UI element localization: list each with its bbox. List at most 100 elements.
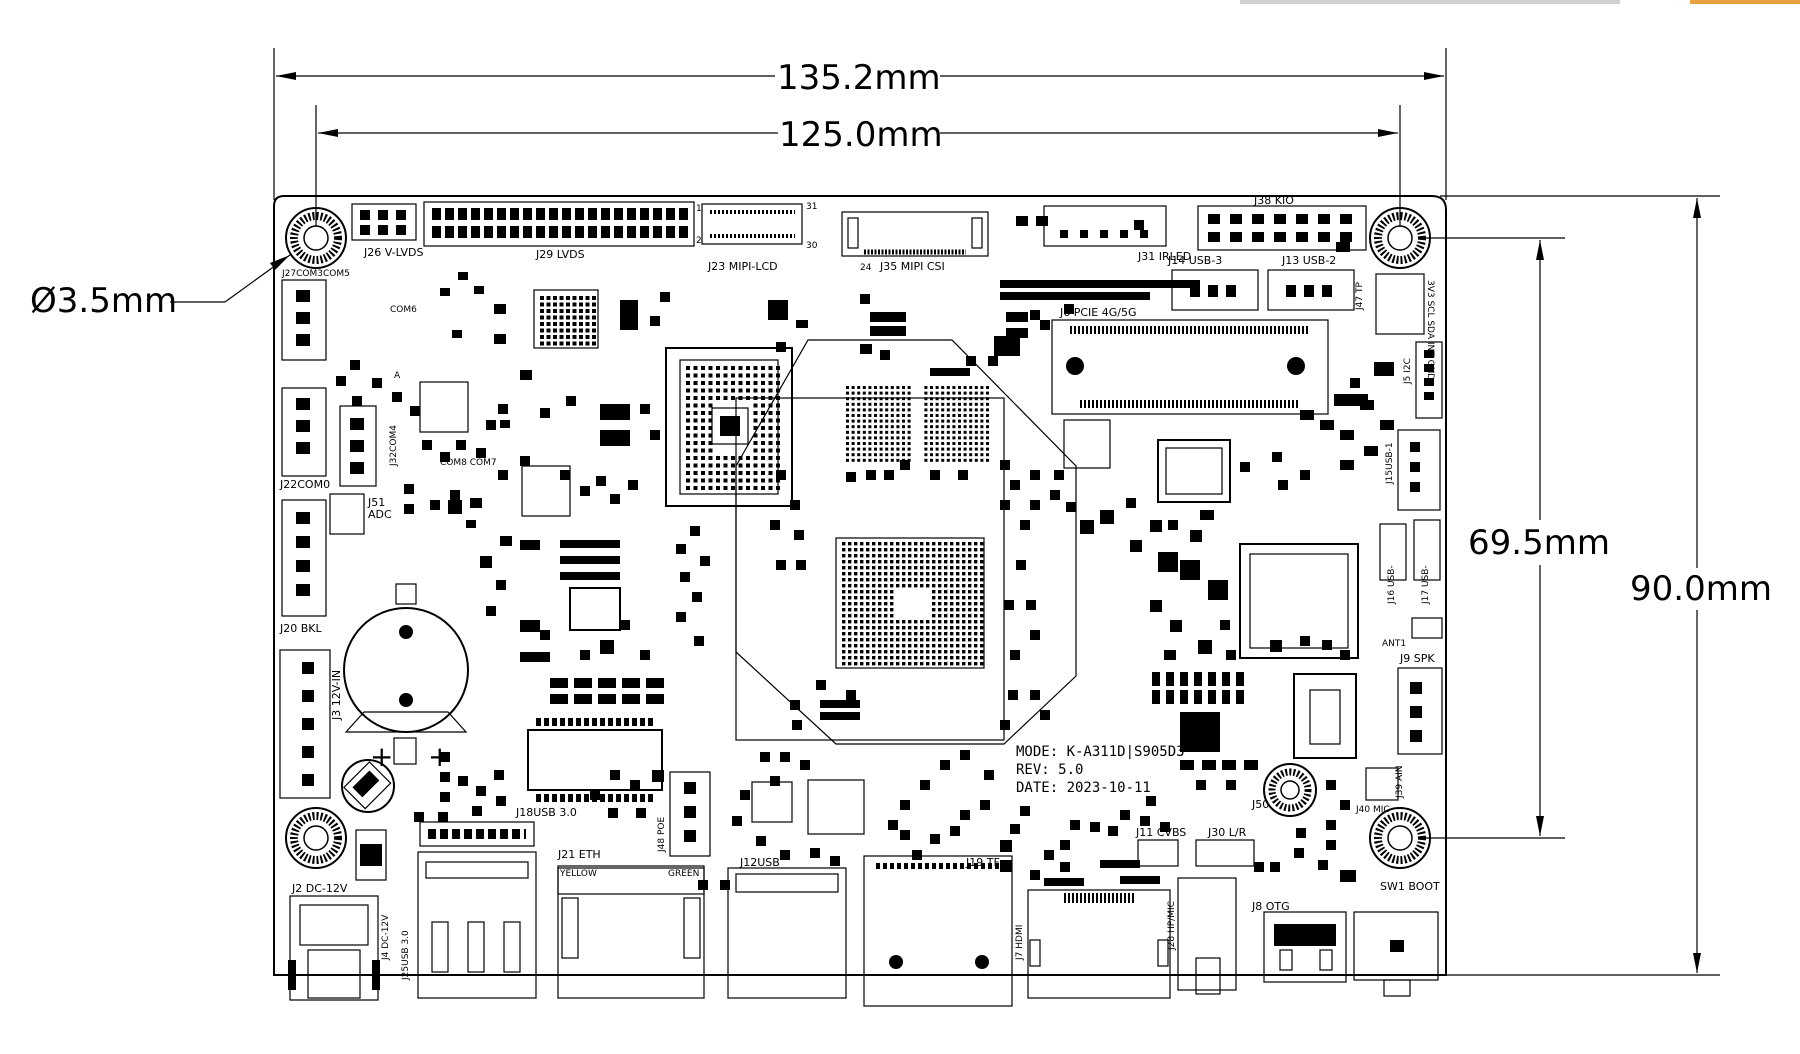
- height-holes-label: 69.5mm: [1468, 523, 1610, 563]
- label-pin1: 1: [696, 204, 702, 214]
- connector-j19-tf: [863, 855, 1013, 1007]
- top-orange-bar: [1690, 0, 1800, 4]
- label-j29: J29 LVDS: [535, 248, 585, 261]
- top-gray-bar: [1240, 0, 1620, 4]
- connector-j39-ain: [1365, 767, 1399, 801]
- coin-battery: + +: [343, 583, 469, 773]
- label-j24pin: 24: [860, 263, 872, 273]
- label-i2cpins: 3V3 SCL SDA INT GND: [1425, 280, 1435, 380]
- label-j31: J31 IRLED: [1137, 250, 1191, 263]
- connector-j9-spk: [1397, 667, 1443, 755]
- connector-j29-lvds: [423, 201, 695, 247]
- connector-j3-12v-in: [279, 649, 331, 799]
- label-j32: J32COM4: [389, 425, 399, 467]
- soc-ball-grid: [842, 542, 984, 666]
- mounting-holes: [285, 207, 1431, 869]
- board-date: DATE: 2023-10-11: [1016, 780, 1151, 796]
- label-j39: J39 AIN: [1395, 765, 1405, 799]
- soc-outline: [835, 537, 985, 669]
- connector-j35-mipi-csi: [841, 211, 989, 257]
- board-mode: MODE: K-A311D|S905D3: [1016, 744, 1185, 760]
- mounting-hole-bottom-left: [285, 807, 347, 869]
- label-j7: J7 HDMI: [1015, 925, 1025, 961]
- component-regulator-j2: [355, 829, 387, 881]
- ddr-ball-grid: [846, 386, 989, 462]
- connector-j26: [351, 203, 417, 241]
- label-j18: J18USB 3.0: [515, 806, 577, 819]
- label-j11: J11 CVBS: [1135, 826, 1186, 839]
- label-j19: J19 TF: [965, 856, 1000, 869]
- height-total-label: 90.0mm: [1630, 569, 1772, 609]
- label-green: GREEN: [668, 869, 699, 879]
- label-j17: J17 USB-: [1421, 565, 1431, 605]
- mounting-hole-top-left: [285, 207, 347, 269]
- connector-j21-eth: [557, 865, 705, 999]
- inductors: [419, 381, 1111, 835]
- width-total-label: 135.2mm: [777, 58, 941, 98]
- connector-j12-usb: [727, 867, 847, 999]
- connector-j23-mipi-lcd: [701, 203, 803, 245]
- connector-j31-irled: [1043, 205, 1167, 247]
- connector-j16-usb: [1379, 523, 1407, 581]
- label-j27: J27COM3COM5: [281, 269, 350, 279]
- label-j20: J20 BKL: [279, 622, 322, 635]
- wifi-module: [1239, 543, 1359, 659]
- connector-j15-usb1: [1397, 429, 1441, 511]
- label-j30: J30 L/R: [1207, 826, 1247, 839]
- connector-j47-tp: [1375, 273, 1425, 335]
- connector-j22: [281, 387, 327, 477]
- connector-j27: [281, 279, 327, 361]
- label-adc: ADC: [368, 508, 392, 521]
- connector-j13-usb2: [1267, 269, 1355, 311]
- hole-diameter-label: Ø3.5mm: [30, 281, 177, 321]
- connector-j7-hdmi: [1027, 889, 1171, 999]
- label-com6: COM6: [390, 305, 417, 315]
- connector-j20-bkl: [281, 499, 327, 617]
- label-j4: J4 DC-12V: [381, 914, 391, 961]
- label-j35: J35 MIPI CSI: [879, 260, 945, 273]
- connector-j14-usb3: [1171, 269, 1259, 311]
- label-j48: J48 POE: [657, 817, 667, 853]
- svg-text:+: +: [428, 740, 451, 773]
- emmc-shield: [665, 347, 793, 507]
- dimension-hole-diameter: Ø3.5mm: [30, 254, 291, 321]
- connector-j25-usb3: [417, 821, 537, 999]
- connector-j28-hpmic: [1177, 877, 1237, 995]
- label-j6: J6 PCIE 4G/5G: [1059, 306, 1137, 319]
- label-j13: J13 USB-2: [1281, 254, 1336, 267]
- mounting-hole-j50: [1263, 763, 1317, 817]
- smd-components: [336, 216, 1394, 890]
- connector-j32: [339, 405, 377, 487]
- label-j38: J38 KIO: [1253, 194, 1294, 207]
- ic-right-bottom: [1293, 673, 1357, 759]
- connector-j2-j4-dc-jack: [288, 895, 380, 1001]
- dimension-width-holes: 125.0mm: [315, 105, 1401, 232]
- label-yellow: YELLOW: [559, 869, 597, 879]
- connector-j17-usb: [1413, 519, 1441, 581]
- connector-j48-poe: [669, 771, 711, 857]
- connector-j11-cvbs: [1137, 839, 1179, 867]
- label-j8: J8 OTG: [1251, 900, 1290, 913]
- capacitor-c1: [341, 759, 395, 813]
- ic-u46: [1157, 439, 1231, 503]
- label-pin2: 2: [696, 236, 702, 246]
- board-outline: [273, 195, 1447, 976]
- connector-j8-otg: [1263, 911, 1347, 983]
- ic-module-u8: [527, 718, 663, 802]
- label-j40: J40 MIC: [1355, 805, 1390, 815]
- label-pin31: 31: [806, 202, 817, 212]
- dimension-width-total: 135.2mm: [273, 48, 1447, 200]
- dimension-height-holes: 69.5mm: [1420, 237, 1610, 839]
- label-j12: J12USB: [739, 856, 780, 869]
- connector-j51: [329, 493, 365, 535]
- label-j3: J3 12V-IN: [330, 670, 343, 721]
- label-j15: J15USB-1: [1385, 442, 1395, 485]
- label-j28: J28 HP/MIC: [1167, 901, 1177, 951]
- soc-shield-octagon: [735, 339, 1077, 745]
- label-j16: J16 USB-: [1387, 565, 1397, 605]
- connector-j30-lr: [1195, 839, 1255, 867]
- label-ant: ANT1: [1382, 639, 1406, 649]
- label-j21: J21 ETH: [557, 848, 601, 861]
- label-com8: COM8 COM7: [440, 458, 497, 468]
